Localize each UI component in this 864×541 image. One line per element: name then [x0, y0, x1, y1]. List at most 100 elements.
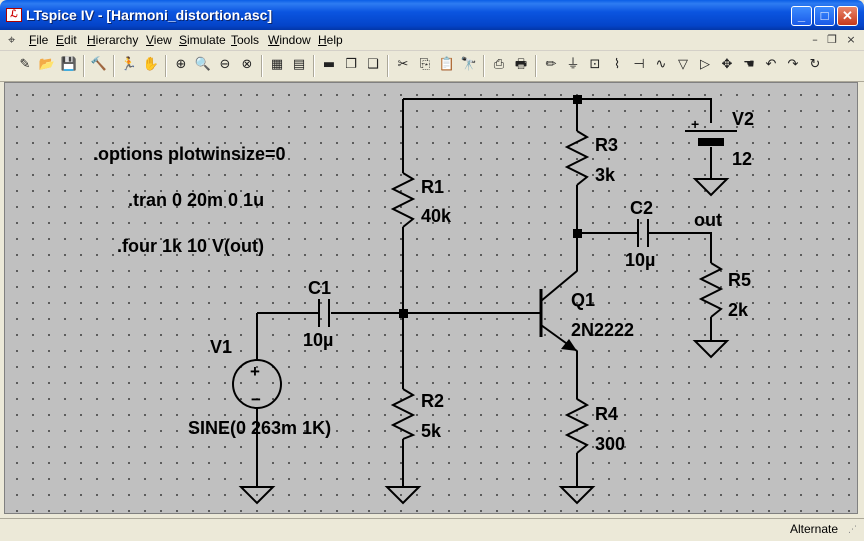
print-setup-icon[interactable]: ⎙	[493, 57, 505, 72]
r4-name[interactable]: R4	[595, 404, 618, 424]
net-label-out[interactable]: out	[694, 210, 722, 230]
copy-icon[interactable]: ⎘	[419, 57, 431, 72]
toolbar-separator	[535, 55, 537, 77]
new-schematic-icon[interactable]: ✎	[19, 57, 31, 72]
halt-icon[interactable]: ✋	[142, 57, 160, 72]
status-mode: Alternate	[789, 522, 838, 536]
menu-bar: ⌖ File Edit Hierarchy View Simulate Tool…	[0, 30, 864, 51]
directive-options[interactable]: .options plotwinsize=0	[93, 144, 286, 164]
zoom-in-icon[interactable]: ⊕	[175, 57, 187, 72]
drag-icon[interactable]: ☚	[743, 57, 755, 72]
rotate-icon[interactable]: ↻	[809, 57, 821, 72]
r2-value[interactable]: 5k	[421, 421, 442, 441]
undo-icon[interactable]: ↶	[765, 57, 777, 72]
fft-icon[interactable]: ▤	[292, 57, 306, 72]
draw-wire-icon[interactable]: ✏	[545, 57, 557, 72]
junction-base	[399, 309, 408, 318]
print-icon[interactable]: 🖶	[514, 57, 528, 72]
ground-v1-icon	[238, 486, 276, 505]
resistor-r1-symbol	[390, 172, 416, 228]
v1-name[interactable]: V1	[210, 337, 232, 357]
toolbar: ✎ 📂 💾 🔨 🏃 ✋ ⊕ 🔍 ⊖ ⊗ ▦ ▤ ▬ ❐ ❑ ✂ ⎘ 📋 🔭 ⎙ 🖶 ✏ ⏚ ⊡ ⌇ ⊣ ∿ ▽ ▷ ✥ ☚ ↶ ↷ ↻	[0, 51, 864, 82]
directive-four[interactable]: .four 1k 10 V(out)	[117, 236, 264, 256]
menu-simulate[interactable]: Simulate	[179, 33, 226, 47]
r5-value[interactable]: 2k	[728, 300, 749, 320]
menu-hierarchy[interactable]: Hierarchy	[87, 33, 139, 47]
q1-value[interactable]: 2N2222	[571, 320, 634, 340]
resistor-r4-symbol	[564, 398, 590, 454]
autorange-icon[interactable]: ▦	[270, 57, 284, 72]
transistor-q1-emitter-arrow-icon	[561, 339, 577, 351]
r1-value[interactable]: 40k	[421, 206, 452, 226]
v2-value[interactable]: 12	[732, 149, 752, 169]
tile-vertical-icon[interactable]: ❑	[367, 57, 379, 72]
r5-name[interactable]: R5	[728, 270, 751, 290]
toolbar-separator	[313, 55, 315, 77]
resistor-r2-symbol	[390, 388, 416, 440]
schematic-doc-icon[interactable]: ⌖	[8, 32, 16, 47]
r4-value[interactable]: 300	[595, 434, 625, 454]
toolbar-separator	[113, 55, 115, 77]
schematic-canvas[interactable]: + − + .options plotwinsize=0 .tran 0 20m…	[4, 82, 858, 514]
r3-value[interactable]: 3k	[595, 165, 616, 185]
menu-help[interactable]: Help	[318, 33, 343, 47]
paste-icon[interactable]: 📋	[438, 57, 456, 72]
r2-name[interactable]: R2	[421, 391, 444, 411]
resize-grip-icon[interactable]: ⋰	[848, 525, 857, 535]
q1-name[interactable]: Q1	[571, 290, 595, 310]
v1-minus-sign: −	[251, 390, 261, 409]
find-icon[interactable]: 🔭	[460, 57, 478, 72]
menu-tools[interactable]: Tools	[231, 33, 260, 47]
mdi-restore-button[interactable]: ❐	[827, 33, 837, 46]
ground-v2-icon	[692, 178, 730, 197]
label-net-icon[interactable]: ⊡	[589, 57, 601, 72]
inductor-icon[interactable]: ∿	[655, 57, 667, 72]
menu-file[interactable]: File	[29, 33, 49, 47]
zoom-fit-icon[interactable]: ⊗	[241, 57, 253, 72]
junction-top	[573, 95, 582, 104]
mdi-close-button[interactable]: ×	[846, 33, 856, 46]
move-icon[interactable]: ✥	[721, 57, 733, 72]
directive-tran[interactable]: .tran 0 20m 0 1u	[128, 190, 264, 210]
title-bar[interactable]: ℒ LTspice IV - [Harmoni_distortion.asc] …	[0, 0, 864, 30]
capacitor-icon[interactable]: ⊣	[633, 57, 645, 72]
control-panel-icon[interactable]: 🔨	[90, 57, 108, 72]
toolbar-separator	[387, 55, 389, 77]
c2-name[interactable]: C2	[630, 198, 653, 218]
ltspice-logo-icon: ℒ	[6, 8, 22, 22]
resistor-icon[interactable]: ⌇	[613, 57, 621, 72]
run-icon[interactable]: 🏃	[120, 57, 138, 72]
minimize-button[interactable]: _	[791, 6, 812, 26]
cascade-icon[interactable]: ❐	[345, 57, 357, 72]
zoom-pan-icon[interactable]: 🔍	[194, 57, 212, 72]
redo-icon[interactable]: ↷	[787, 57, 799, 72]
open-icon[interactable]: 📂	[38, 57, 56, 72]
tile-horizontal-icon[interactable]: ▬	[322, 57, 336, 72]
zoom-out-icon[interactable]: ⊖	[219, 57, 231, 72]
v1-value[interactable]: SINE(0 263m 1K)	[188, 418, 331, 438]
maximize-button[interactable]: □	[814, 6, 835, 26]
ground-r2-icon	[384, 486, 422, 505]
mdi-minimize-button[interactable]: –	[812, 33, 818, 46]
resistor-r3-symbol	[564, 130, 590, 186]
r1-name[interactable]: R1	[421, 177, 444, 197]
menu-view[interactable]: View	[146, 33, 172, 47]
ground-r4-icon	[558, 486, 596, 505]
r3-name[interactable]: R3	[595, 135, 618, 155]
diode-icon[interactable]: ▽	[678, 57, 688, 72]
c1-value[interactable]: 10µ	[303, 330, 333, 350]
v1-plus-sign: +	[250, 362, 260, 381]
c2-value[interactable]: 10µ	[625, 250, 655, 270]
cut-icon[interactable]: ✂	[397, 57, 409, 72]
wire-top-rail	[403, 98, 712, 123]
menu-window[interactable]: Window	[268, 33, 311, 47]
save-icon[interactable]: 💾	[60, 57, 78, 72]
menu-edit[interactable]: Edit	[56, 33, 77, 47]
v2-name[interactable]: V2	[732, 109, 754, 129]
toolbar-separator	[165, 55, 167, 77]
close-button[interactable]: ✕	[837, 6, 858, 26]
ground-icon[interactable]: ⏚	[566, 57, 580, 72]
component-icon[interactable]: ▷	[700, 57, 710, 72]
toolbar-separator	[83, 55, 85, 77]
c1-name[interactable]: C1	[308, 278, 331, 298]
